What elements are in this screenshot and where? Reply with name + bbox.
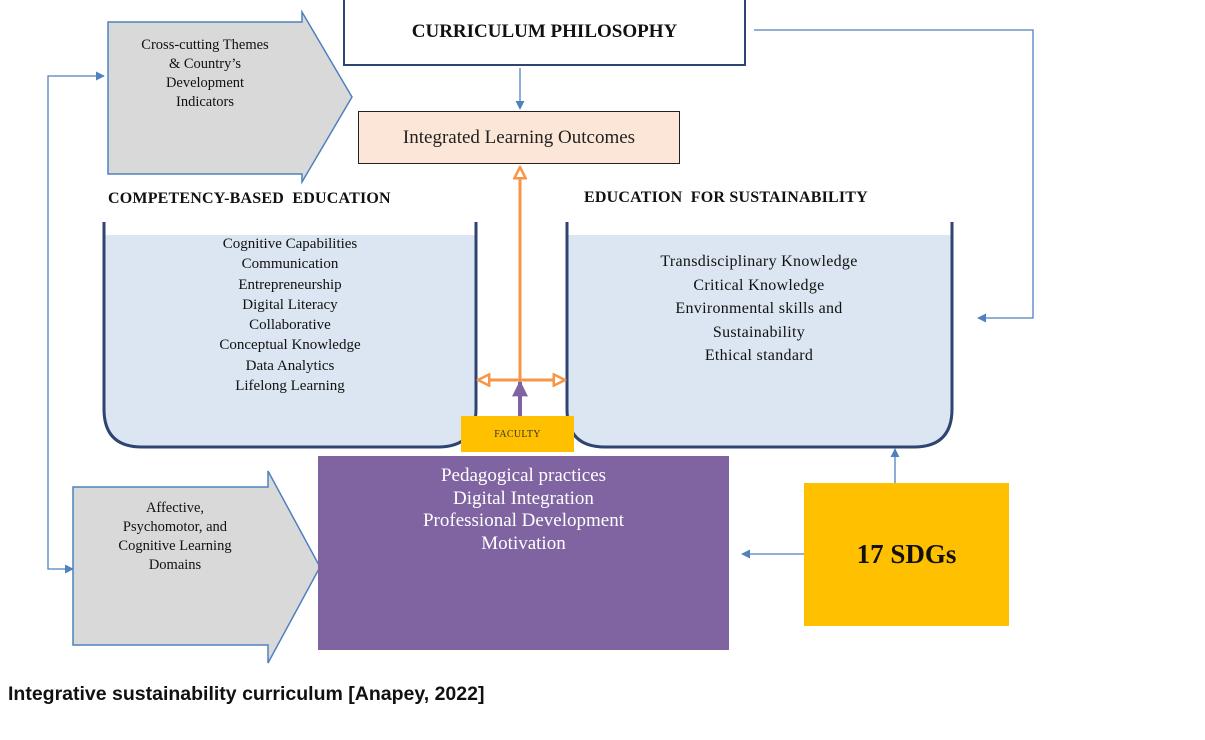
cbe-item: Cognitive Capabilities: [222, 236, 358, 252]
efs-heading: EDUCATION FOR SUSTAINABILITY: [584, 189, 868, 206]
cross-cutting-line: & Country’s: [168, 56, 242, 72]
practice-item: Pedagogical practices: [440, 465, 607, 486]
efs-item: Critical Knowledge: [693, 276, 825, 294]
practice-item: Professional Development: [422, 510, 625, 531]
cbe-item: Data Analytics: [245, 357, 335, 374]
cbe-item: Communication: [241, 256, 339, 273]
practice-item: Digital Integration: [453, 487, 594, 509]
cross-cutting-themes-text: Cross-cutting Themes & Country’s Develop…: [110, 36, 300, 112]
learning-domains-text: Affective, Psychomotor, and Cognitive Le…: [90, 499, 260, 575]
cross-cutting-line: Development: [165, 75, 245, 91]
cbe-item: Entrepreneurship: [238, 276, 342, 293]
curriculum-philosophy-label: CURRICULUM PHILOSOPHY: [411, 21, 678, 42]
philosophy-to-efs-arrow: [754, 29, 1034, 323]
pedagogical-practices-box: Pedagogical practices Digital Integratio…: [318, 456, 729, 650]
efs-list: Transdisciplinary Knowledge Critical Kno…: [619, 250, 899, 368]
sdgs-box: 17 SDGs: [804, 483, 1009, 626]
faculty-label: FACULTY: [494, 428, 541, 440]
cbe-item: Conceptual Knowledge: [219, 337, 361, 354]
domains-line: Psychomotor, and: [122, 519, 228, 535]
efs-item: Sustainability: [712, 323, 806, 341]
domains-line: Domains: [148, 557, 202, 573]
faculty-box: FACULTY: [461, 416, 574, 452]
cbe-list: Cognitive Capabilities Communication Ent…: [178, 234, 402, 396]
domains-line: Cognitive Learning: [118, 538, 232, 554]
cbe-container: [104, 235, 476, 447]
domains-arrow-shape: [72, 470, 321, 664]
cbe-item: Digital Literacy: [242, 296, 338, 313]
practice-item: Motivation: [481, 532, 566, 554]
integrated-learning-outcomes-label: Integrated Learning Outcomes: [402, 126, 636, 148]
left-bidirectional-arrow: [47, 71, 105, 574]
practices-list: Pedagogical practices Digital Integratio…: [318, 465, 729, 555]
efs-container: [567, 235, 952, 447]
cbe-heading: COMPETENCY-BASED EDUCATION: [108, 190, 391, 207]
domains-line: Affective,: [145, 500, 205, 516]
curriculum-philosophy-box: CURRICULUM PHILOSOPHY: [343, 0, 746, 66]
sdgs-label: 17 SDGs: [856, 539, 957, 569]
efs-item: Transdisciplinary Knowledge: [660, 253, 858, 270]
efs-item: Environmental skills and: [675, 300, 843, 317]
cross-cutting-arrow-shape: [107, 9, 353, 185]
cross-cutting-line: Cross-cutting Themes: [141, 37, 269, 53]
cross-cutting-line: Indicators: [176, 94, 234, 110]
cbe-item: Collaborative: [249, 317, 331, 334]
efs-item: Ethical standard: [704, 347, 814, 364]
integrated-learning-outcomes-box: Integrated Learning Outcomes: [358, 111, 680, 164]
figure-caption: Integrative sustainability curriculum [A…: [8, 683, 485, 705]
cbe-item: Lifelong Learning: [235, 378, 345, 395]
